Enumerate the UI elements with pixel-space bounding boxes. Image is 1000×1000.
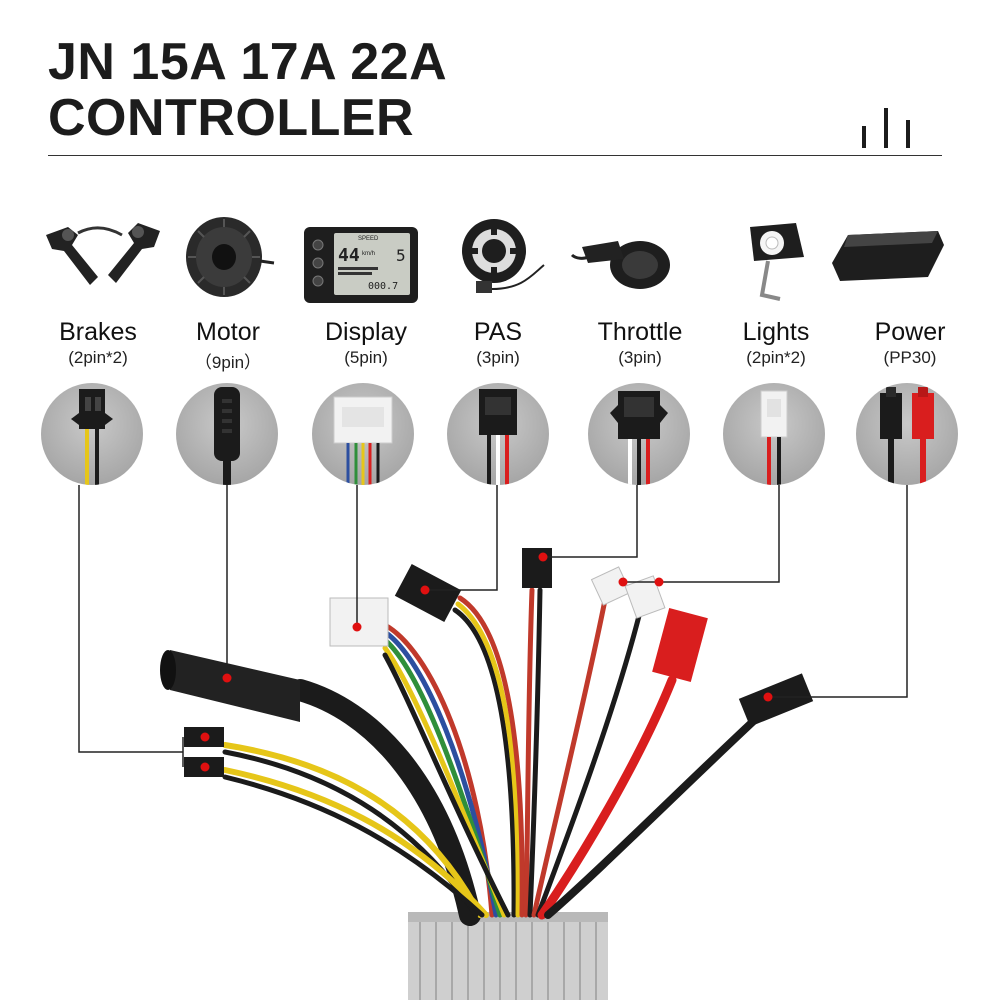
display-connector-closeup: [312, 383, 414, 485]
display-odometer: 000.7: [368, 281, 398, 292]
lights-wire-black: [535, 609, 643, 918]
lcd-display-icon: SPEED 44 km/h 5 000.7: [296, 205, 426, 315]
page-title: JN 15A 17A 22A CONTROLLER: [48, 34, 447, 146]
title-line-2: CONTROLLER: [48, 89, 415, 147]
callout-power: [768, 485, 908, 698]
throttle-connector-closeup: [588, 383, 690, 485]
marker-lights-1: [618, 577, 628, 587]
label-power: Power: [874, 318, 946, 346]
callout-pas: [425, 485, 498, 591]
display-wire-black: [382, 652, 511, 918]
throttle-wire-black: [527, 587, 543, 918]
brake-levers-icon: [38, 205, 168, 315]
label-lights: Lights: [742, 318, 810, 346]
power-wire-black: [544, 711, 764, 919]
thumb-throttle-icon: [562, 205, 692, 315]
brake2-wire-black: [222, 774, 485, 918]
brake-wire-yellow: [222, 742, 483, 918]
pins-lights: (2pin*2): [746, 348, 806, 367]
label-pas: PAS: [473, 318, 523, 346]
power-connector-closeup: [856, 383, 958, 485]
label-display: Display: [325, 318, 407, 346]
pas-connector-closeup: [447, 383, 549, 485]
motor-connector-closeup: [176, 383, 278, 485]
label-brakes: Brakes: [59, 318, 137, 346]
bar-graph-icon: [862, 108, 910, 148]
pins-pas: (3pin): [476, 348, 520, 367]
pins-throttle: (3pin): [618, 348, 662, 367]
display-plug: [329, 597, 389, 647]
marker-brakes-2: [200, 762, 210, 772]
pins-motor: （9pin）: [194, 353, 262, 372]
lights-connector-closeup: [723, 383, 825, 485]
pas-wire-yellow: [455, 601, 521, 918]
brake2-wire-yellow: [222, 767, 489, 918]
lights-plug-2: [624, 575, 666, 619]
marker-power: [763, 692, 773, 702]
label-motor: Motor: [196, 318, 260, 346]
callout-brakes: [78, 485, 183, 753]
pas-sensor-icon: [432, 205, 562, 315]
title-divider: [48, 155, 942, 156]
controller-housing: [408, 912, 608, 1000]
throttle-plug: [522, 548, 552, 588]
pins-power: (PP30): [883, 348, 937, 367]
marker-throttle: [538, 552, 548, 562]
battery-pack-icon: [820, 205, 950, 315]
pins-display: (5pin): [344, 348, 388, 367]
pas-wire-black: [452, 607, 517, 918]
brakes-connector-closeup: [41, 383, 143, 485]
display-speed-value: 44: [338, 245, 360, 266]
display-unit: km/h: [362, 251, 375, 257]
marker-lights-2: [654, 577, 664, 587]
pas-wire-red: [457, 595, 525, 918]
pins-brakes: (2pin*2): [68, 348, 128, 367]
lights-wire-red: [531, 597, 608, 918]
marker-motor: [222, 673, 232, 683]
callout-lights: [623, 485, 780, 583]
marker-brakes-1: [200, 732, 210, 742]
label-throttle: Throttle: [597, 318, 683, 346]
hub-motor-icon: [162, 205, 292, 315]
display-speed-caption: SPEED: [358, 236, 379, 242]
throttle-wire-red: [523, 587, 535, 918]
callout-lines: [78, 485, 908, 767]
power-wire-red: [537, 675, 677, 920]
marker-pas: [420, 585, 430, 595]
headlight-icon: [710, 205, 840, 315]
display-level: 5: [396, 246, 406, 265]
motor-cable: [289, 679, 481, 926]
power-plug-red: [652, 607, 708, 683]
title-line-1: JN 15A 17A 22A: [48, 33, 448, 91]
marker-display: [352, 622, 362, 632]
connector-markers: [200, 552, 773, 772]
power-plug-black: [738, 673, 814, 727]
callout-throttle: [543, 485, 638, 558]
motor-plug: [170, 650, 300, 722]
